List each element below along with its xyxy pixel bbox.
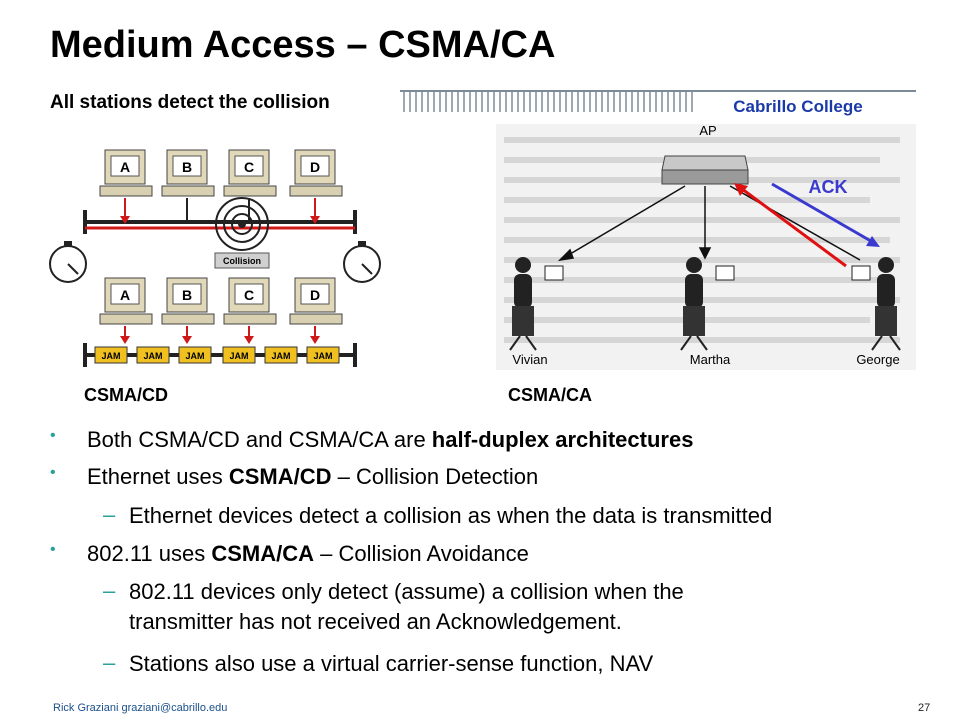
station-label-d: D — [310, 159, 320, 175]
sub-bullet-item: 802.11 devices only detect (assume) a co… — [129, 579, 684, 604]
computer-icon: A — [99, 277, 153, 325]
jam-label: JAM — [101, 351, 120, 361]
ack-label: ACK — [809, 177, 848, 197]
station-label-b: B — [182, 287, 192, 303]
sub-bullet-item: Ethernet devices detect a collision as w… — [129, 503, 773, 528]
left-caption: All stations detect the collision — [50, 92, 330, 113]
station-label-b: B — [182, 159, 192, 175]
collision-label: Collision — [223, 256, 261, 266]
name-label-martha: Martha — [690, 352, 731, 367]
jam-label: JAM — [271, 351, 290, 361]
brand-text: Cabrillo College — [733, 97, 862, 116]
bullet-item: Both CSMA/CD and CSMA/CA are half-duplex… — [87, 427, 694, 452]
computer-icon: C — [223, 277, 277, 325]
jam-label: JAM — [313, 351, 332, 361]
computer-icon: B — [161, 149, 215, 197]
footer-author: Rick Graziani graziani@cabrillo.edu — [53, 702, 228, 714]
computer-icon: B — [161, 277, 215, 325]
csma-cd-label: CSMA/CD — [84, 385, 168, 405]
bullet-marker: • — [50, 541, 56, 558]
stopwatch-icon — [343, 241, 381, 283]
csma-ca-figure: Cabrillo College AP ACK Vivian — [400, 90, 916, 370]
bullet-marker: • — [50, 464, 56, 481]
bullet-marker: • — [50, 427, 56, 444]
station-label-a: A — [120, 159, 130, 175]
jam-signals: JAM JAM JAM JAM JAM JAM — [94, 346, 340, 364]
header-stripe — [400, 90, 916, 114]
name-label-vivian: Vivian — [512, 352, 547, 367]
csma-cd-figure: A B C D Collision — [45, 140, 390, 400]
station-label-d: D — [310, 287, 320, 303]
stopwatch-icon — [49, 241, 87, 283]
csma-ca-label: CSMA/CA — [508, 385, 592, 405]
station-label-c: C — [244, 287, 254, 303]
station-label-a: A — [120, 287, 130, 303]
person-at-computer-icon — [680, 257, 735, 351]
computer-icon: A — [99, 149, 153, 197]
bullet-item: 802.11 uses CSMA/CA – Collision Avoidanc… — [87, 541, 529, 566]
jam-label: JAM — [185, 351, 204, 361]
sub-bullet-marker: – — [103, 502, 116, 527]
station-label-c: C — [244, 159, 254, 175]
computer-icon: C — [223, 149, 277, 197]
sub-bullet-item-continuation: transmitter has not received an Acknowle… — [129, 609, 622, 634]
sub-bullet-marker: – — [103, 578, 116, 603]
slide-title: Medium Access – CSMA/CA — [50, 24, 556, 66]
bullet-item: Ethernet uses CSMA/CD – Collision Detect… — [87, 464, 539, 489]
data-arrow — [737, 184, 847, 268]
ack-arrow — [771, 182, 877, 246]
computer-icon: D — [289, 149, 343, 197]
person-at-computer-icon — [851, 257, 901, 351]
ap-label: AP — [699, 123, 716, 138]
collision-icon — [215, 197, 269, 251]
sub-bullet-item: Stations also use a virtual carrier-sens… — [129, 651, 654, 676]
name-label-george: George — [856, 352, 899, 367]
page-number: 27 — [918, 702, 931, 714]
sub-bullet-marker: – — [103, 650, 116, 675]
computer-icon: D — [289, 277, 343, 325]
jam-label: JAM — [143, 351, 162, 361]
person-at-computer-icon — [509, 257, 564, 351]
jam-label: JAM — [229, 351, 248, 361]
access-point-icon — [661, 155, 749, 185]
